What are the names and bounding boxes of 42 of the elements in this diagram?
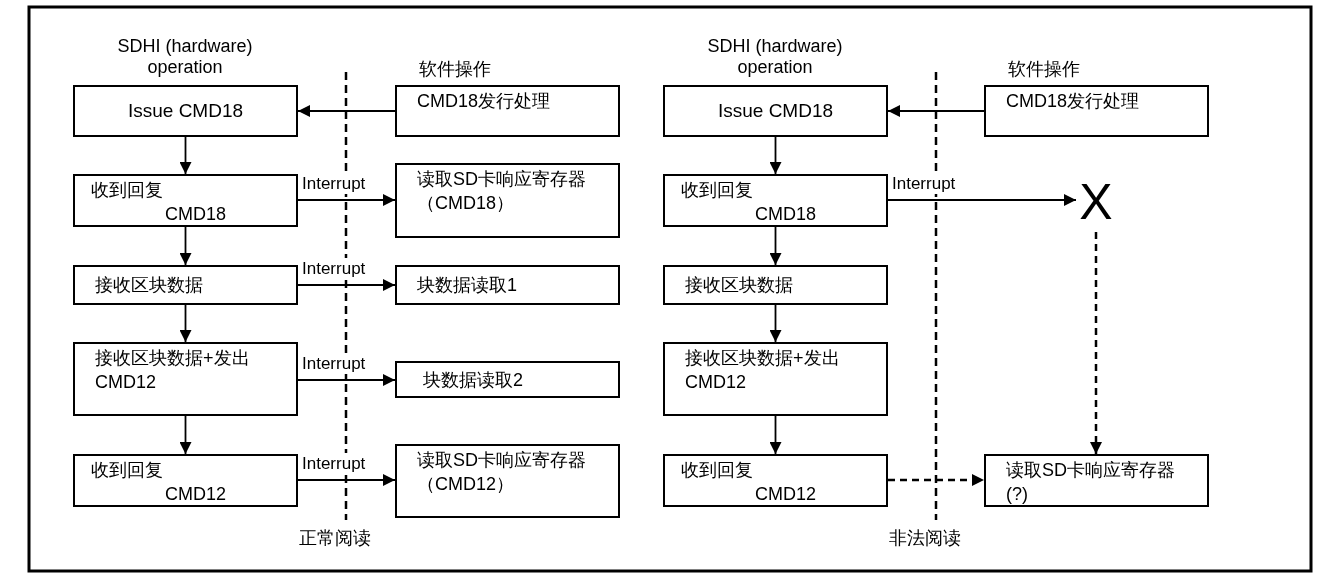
process-box: 收到回复 CMD12: [73, 454, 298, 507]
process-box: 收到回复 CMD12: [663, 454, 888, 507]
column-heading: SDHI (hardware) operation: [116, 36, 254, 78]
process-box: 读取SD卡响应寄存器（CMD12）: [395, 444, 620, 518]
process-box: 接收区块数据: [663, 265, 888, 305]
arrow: [1090, 232, 1102, 454]
arrow: [769, 226, 782, 266]
process-box: 接收区块数据+发出CMD12: [663, 342, 888, 416]
arrow: [297, 474, 396, 486]
process-box: 块数据读取1: [395, 265, 620, 305]
process-box: 接收区块数据: [73, 265, 298, 305]
arrow: [179, 304, 192, 343]
column-heading: SDHI (hardware) operation: [706, 36, 844, 78]
edge-label: Interrupt: [302, 453, 366, 474]
panel-caption: 非法阅读: [888, 528, 962, 549]
edge-label: Interrupt: [892, 173, 956, 194]
process-box: 块数据读取2: [395, 361, 620, 398]
process-box: 收到回复 CMD18: [73, 174, 298, 227]
process-box: 收到回复 CMD18: [663, 174, 888, 227]
arrow: [769, 136, 782, 175]
arrow: [887, 105, 985, 117]
arrow: [769, 415, 782, 455]
process-box: 接收区块数据+发出CMD12: [73, 342, 298, 416]
arrow: [297, 374, 396, 386]
arrow: [887, 194, 1077, 206]
process-box: Issue CMD18: [663, 85, 888, 137]
arrow: [179, 415, 192, 455]
arrow: [297, 194, 396, 206]
arrow: [297, 105, 396, 117]
process-box: Issue CMD18: [73, 85, 298, 137]
process-box: 读取SD卡响应寄存器(?): [984, 454, 1209, 507]
edge-label: Interrupt: [302, 258, 366, 279]
process-box: CMD18发行处理: [984, 85, 1209, 137]
arrow: [888, 474, 984, 486]
process-box: CMD18发行处理: [395, 85, 620, 137]
arrow: [769, 304, 782, 343]
panel-caption: 正常阅读: [298, 528, 372, 549]
arrow: [297, 279, 396, 291]
arrow: [179, 226, 192, 266]
arrow: [179, 136, 192, 175]
process-box: 读取SD卡响应寄存器（CMD18）: [395, 163, 620, 238]
edge-label: Interrupt: [302, 173, 366, 194]
